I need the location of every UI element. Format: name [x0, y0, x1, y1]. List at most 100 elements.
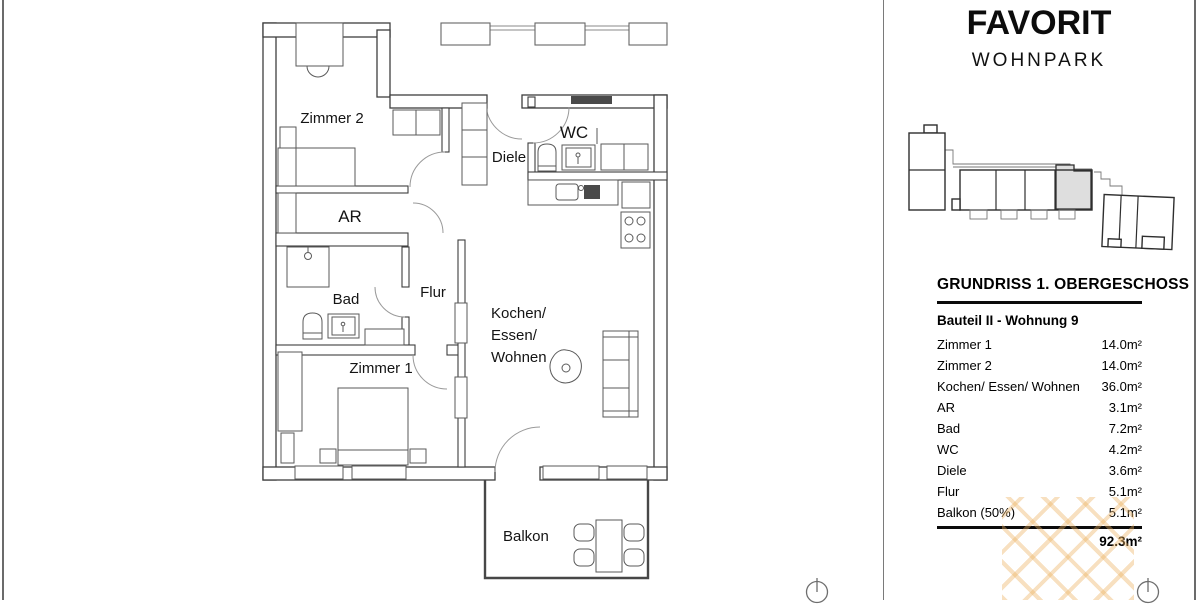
table-row: Zimmer 1 14.0m² [937, 337, 1142, 352]
bath-cabinet [364, 328, 405, 346]
floor-plan-drawing: Zimmer 2 Diele WC AR Bad Flur Zimmer 1 K… [262, 22, 668, 580]
table-row: Zimmer 2 14.0m² [937, 358, 1142, 373]
zimmer2-furniture [277, 22, 441, 187]
row-area: 4.2m² [1108, 442, 1142, 457]
fridge [621, 181, 651, 209]
wardrobe [280, 432, 295, 464]
table-row: AR 3.1m² [937, 400, 1142, 415]
total-area: 92.3m² [1099, 533, 1142, 549]
nightstand [279, 126, 297, 149]
kitchen-sink [555, 183, 579, 201]
shower [286, 246, 330, 288]
room-label-flur: Flur [420, 284, 446, 301]
floor-plan-area: Zimmer 2 Diele WC AR Bad Flur Zimmer 1 K… [262, 22, 668, 580]
row-label: WC [937, 442, 959, 457]
row-area: 5.1m² [1108, 484, 1142, 499]
table-row: Balkon (50%) 5.1m² [937, 505, 1142, 520]
balcony-railing [483, 480, 650, 580]
row-label: Balkon (50%) [937, 505, 1016, 520]
balcony [483, 480, 650, 580]
zimmer1-door-arc [412, 354, 448, 390]
room-label-diele: Diele [492, 149, 526, 166]
door-arcs [374, 102, 570, 473]
diele-wardrobe [461, 102, 488, 186]
area-table: GRUNDRISS 1. OBERGESCHOSS Bauteil II - W… [937, 276, 1190, 549]
north-indicator-icon [805, 578, 829, 604]
toilet [537, 143, 557, 169]
row-area: 14.0m² [1101, 337, 1142, 352]
room-labels: Zimmer 2 Diele WC AR Bad Flur Zimmer 1 K… [300, 110, 588, 545]
balcony-chair [623, 548, 645, 567]
unit-header: Bauteil II - Wohnung 9 [937, 313, 1079, 328]
bad-fixtures [286, 246, 405, 346]
row-area: 7.2m² [1108, 421, 1142, 436]
balcony-table [595, 519, 623, 573]
panel-divider-line [883, 0, 884, 600]
desk-chair [306, 65, 330, 78]
balcony-chair [573, 523, 595, 542]
bed [277, 147, 356, 187]
wardrobe [277, 351, 303, 432]
highlighted-unit [1055, 164, 1092, 210]
neighbour-balcony-strip [440, 22, 668, 46]
entrance-door-arc [485, 102, 523, 140]
room-label-zimmer1: Zimmer 1 [349, 360, 412, 377]
table-row: Flur 5.1m² [937, 484, 1142, 499]
balcony-chair [623, 523, 645, 542]
drainboard [584, 185, 600, 199]
desk [295, 22, 344, 67]
living-furniture [549, 330, 639, 418]
row-label: Diele [937, 463, 967, 478]
toilet [302, 312, 323, 336]
brand-title: FAVORIT [966, 4, 1112, 42]
cabinet [415, 109, 441, 136]
row-label: AR [937, 400, 956, 415]
room-label-ar: AR [338, 207, 362, 226]
cooktop [620, 211, 651, 249]
table-row: WC 4.2m² [937, 442, 1142, 457]
rule-top [937, 301, 1142, 304]
balcony-door-arc [494, 426, 541, 473]
bad-door-arc [374, 286, 406, 318]
table-row: Diele 3.6m² [937, 463, 1142, 478]
balcony-chair [573, 548, 595, 567]
wc-fixtures [537, 128, 649, 172]
room-label-kochen-1: Kochen/ [491, 305, 547, 322]
glass-panel [454, 302, 468, 344]
rule-bottom [937, 526, 1142, 529]
sheet-border-right [1194, 0, 1196, 600]
row-label: Zimmer 1 [937, 337, 992, 352]
wc-window [571, 96, 612, 104]
section-title: GRUNDRISS 1. OBERGESCHOSS [937, 276, 1190, 293]
zimmer1-furniture [277, 351, 427, 466]
row-area: 5.1m² [1108, 505, 1142, 520]
north-indicator-icon [1136, 578, 1160, 604]
sheet-border-left [2, 0, 4, 600]
room-label-kochen-3: Wohnen [491, 349, 547, 366]
zimmer2-door-arc [409, 151, 446, 188]
row-area: 3.6m² [1108, 463, 1142, 478]
nightstand [409, 448, 427, 464]
ar-door-arc [412, 202, 444, 234]
row-area: 14.0m² [1101, 358, 1142, 373]
table-row: Bad 7.2m² [937, 421, 1142, 436]
bed [337, 387, 409, 466]
wc-door-arc [532, 106, 570, 144]
room-label-kochen-2: Essen/ [491, 327, 538, 344]
room-label-wc: WC [560, 123, 588, 142]
room-label-bad: Bad [333, 291, 360, 308]
row-area: 3.1m² [1108, 400, 1142, 415]
nightstand [319, 448, 337, 464]
sofa [602, 330, 639, 418]
table-row: Kochen/ Essen/ Wohnen 36.0m² [937, 379, 1142, 394]
glass-panel [454, 376, 468, 419]
room-label-zimmer2: Zimmer 2 [300, 110, 363, 127]
row-label: Kochen/ Essen/ Wohnen [937, 379, 1080, 394]
row-label: Bad [937, 421, 961, 436]
site-building-left [908, 124, 946, 211]
info-panel: FAVORIT WOHNPARK [884, 0, 1194, 600]
room-label-balkon: Balkon [503, 528, 549, 545]
site-building-row [951, 164, 1093, 220]
coffee-table [549, 349, 582, 384]
row-label: Zimmer 2 [937, 358, 992, 373]
